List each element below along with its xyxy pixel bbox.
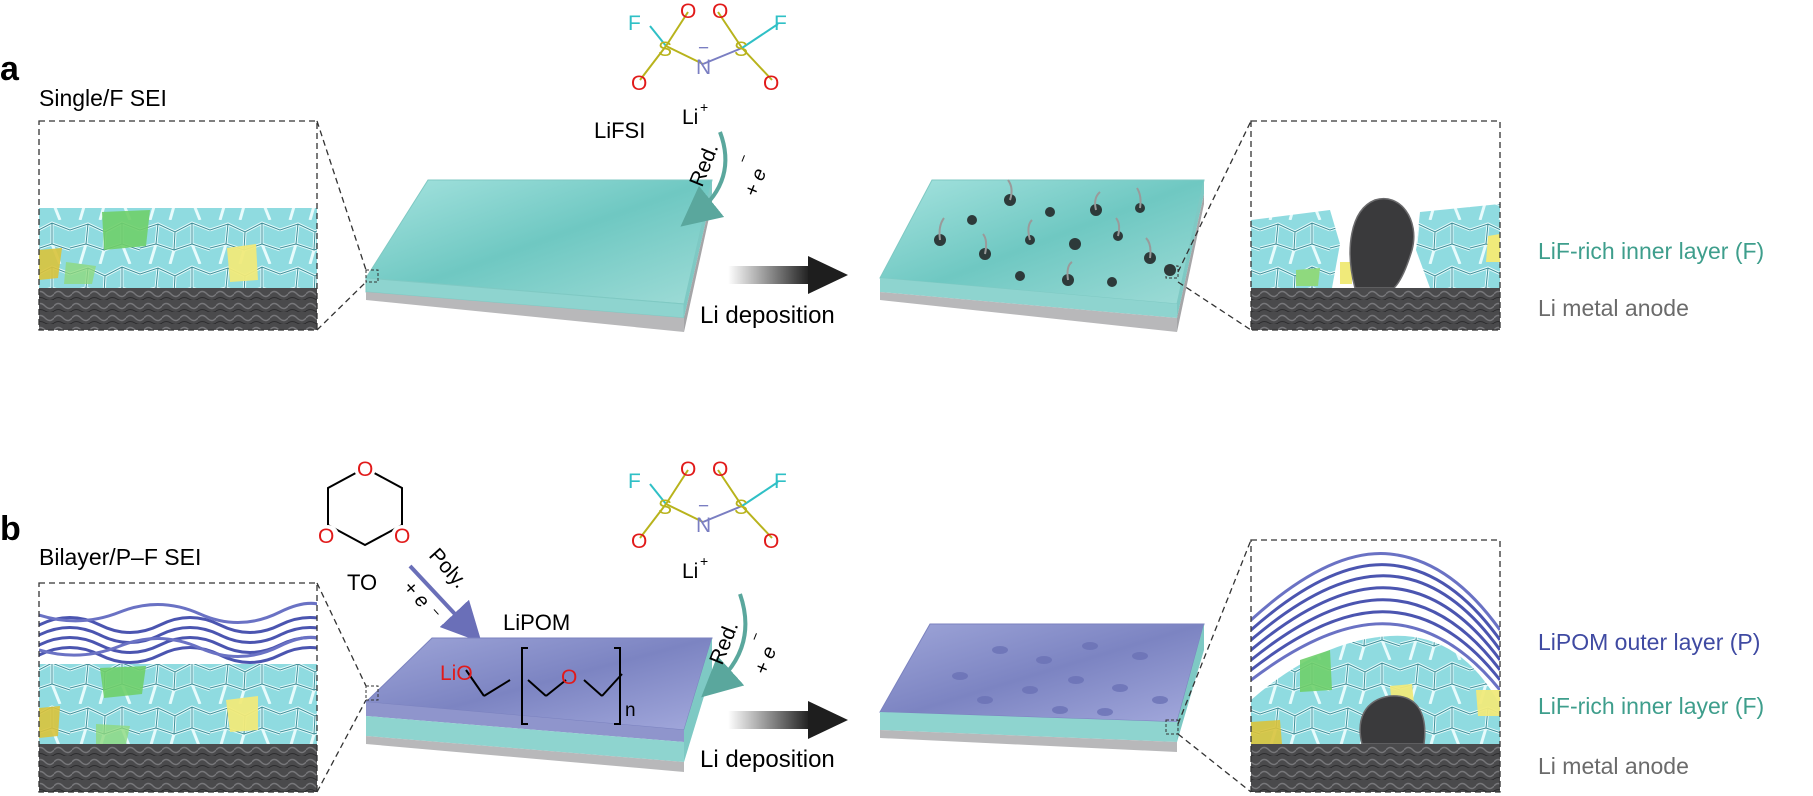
- atom-o-top-right-b: O: [712, 458, 728, 481]
- panel-b-letter: b: [0, 510, 21, 548]
- dendrite-shape-b: [1359, 695, 1426, 745]
- lipom-end-group: LiO: [440, 662, 473, 685]
- cation-charge-b: +: [700, 553, 708, 569]
- cation-li-b: Li: [682, 560, 698, 583]
- atom-o-bottom-left-b: O: [631, 530, 647, 553]
- atom-f-right: F: [774, 12, 787, 35]
- single-sei-inset: [38, 120, 318, 331]
- lithium-slab-before-b: [364, 637, 713, 772]
- atom-n-b: N: [696, 514, 711, 537]
- atom-f-left: F: [628, 12, 641, 35]
- atom-o-bottom-left: O: [631, 72, 647, 95]
- bilayer-sei-inset: [38, 582, 318, 793]
- electron-label-b1: + e: [398, 577, 433, 613]
- atom-s-left: S: [658, 38, 672, 61]
- panel-b-title: Bilayer/P–F SEI: [39, 544, 201, 570]
- lipom-bridge-o: O: [561, 666, 577, 689]
- lifsi-molecule-a: F O S O − N O S O F Li + LiFSI: [594, 0, 787, 143]
- polymerization-arrow: [408, 564, 482, 643]
- charge-minus: −: [698, 38, 709, 59]
- lipom-structure: LiO O n: [440, 647, 636, 725]
- electron-charge-b2: −: [746, 630, 764, 644]
- lifsi-name: LiFSI: [594, 118, 645, 143]
- lithium-slab-after-a: [879, 179, 1205, 332]
- lifsi-molecule-b: F O S O − N O S O F Li +: [628, 458, 787, 583]
- inset-b-sei-cells: [39, 664, 317, 744]
- inner-layer-label-b: LiF-rich inner layer (F): [1538, 693, 1764, 719]
- deposition-arrow-b: [728, 701, 848, 739]
- charge-minus-b: −: [698, 496, 709, 517]
- reduction-arrow-a: [680, 131, 728, 227]
- deposition-arrow-a: [728, 256, 848, 294]
- bilayer-dendrite-inset: [1250, 539, 1501, 793]
- cation-charge: +: [700, 99, 708, 115]
- dendrite-shape-a: [1349, 197, 1415, 289]
- electron-charge-a: −: [734, 152, 752, 166]
- anode-label-a: Li metal anode: [1538, 295, 1689, 321]
- atom-o-top-right: O: [712, 0, 728, 23]
- inset-b-anode: [39, 744, 317, 792]
- atom-f-right-b: F: [774, 470, 787, 493]
- inset-b-right-polymer: [1251, 552, 1500, 691]
- polymerization-label: Poly.: [424, 544, 471, 593]
- atom-s-right: S: [734, 38, 748, 61]
- cation-li: Li: [682, 106, 698, 129]
- lipom-repeat-n: n: [625, 700, 636, 721]
- trioxane-name: TO: [347, 570, 377, 595]
- atom-n: N: [696, 56, 711, 79]
- anode-label-b: Li metal anode: [1538, 753, 1689, 779]
- inset-b-polymer-layer: [39, 601, 317, 664]
- dendrite-inset-a: [1250, 120, 1501, 331]
- atom-o-bottom-right: O: [763, 72, 779, 95]
- atom-s-right-b: S: [734, 496, 748, 519]
- atom-s-left-b: S: [658, 496, 672, 519]
- panel-a-title: Single/F SEI: [39, 85, 167, 111]
- atom-o-bottom-right-b: O: [763, 530, 779, 553]
- reduction-arrow-b: [701, 593, 748, 698]
- lithium-slab-before-a: [365, 179, 713, 332]
- process-label-a: Li deposition: [700, 302, 835, 329]
- atom-f-left-b: F: [628, 470, 641, 493]
- process-label-b: Li deposition: [700, 746, 835, 773]
- trioxane-o-left: O: [318, 525, 334, 548]
- electron-label-b2: + e: [750, 643, 781, 678]
- trioxane-o-right: O: [394, 525, 410, 548]
- atom-o-top-left-b: O: [680, 458, 696, 481]
- panel-a-letter: a: [0, 50, 20, 88]
- inset-a-right-anode: [1251, 288, 1500, 330]
- electron-charge-b1: −: [428, 603, 445, 620]
- inset-b-right-anode: [1251, 744, 1500, 792]
- reduction-label-a: Red.: [685, 140, 723, 190]
- trioxane-molecule: O O O TO: [317, 457, 413, 595]
- lithium-slab-after-b: [879, 623, 1205, 752]
- lipom-name: LiPOM: [503, 610, 570, 635]
- trioxane-o-top: O: [357, 458, 373, 481]
- atom-o-top-left: O: [680, 0, 696, 23]
- outer-layer-label-b: LiPOM outer layer (P): [1538, 629, 1760, 655]
- electron-label-a: + e: [740, 165, 771, 200]
- inner-layer-label-a: LiF-rich inner layer (F): [1538, 238, 1764, 264]
- inset-a-anode: [39, 288, 317, 330]
